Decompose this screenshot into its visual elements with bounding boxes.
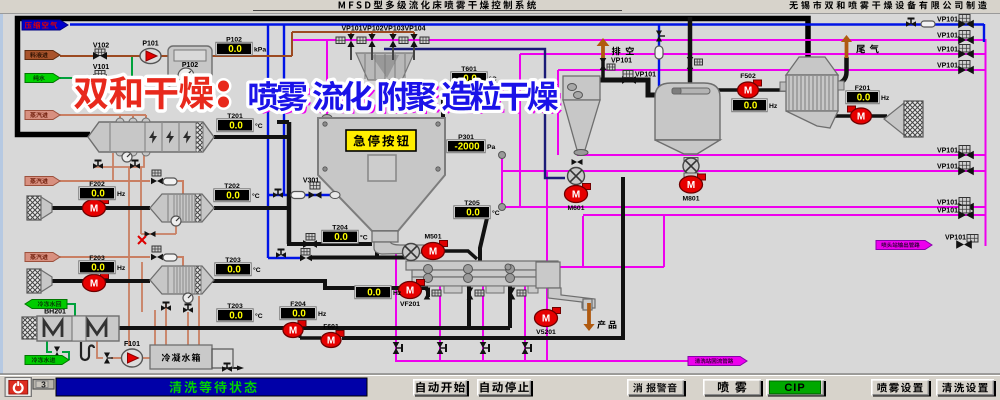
svg-text:T601: T601	[461, 66, 477, 73]
svg-text:F201: F201	[855, 85, 871, 92]
svg-text:M: M	[687, 180, 695, 191]
svg-text:F502: F502	[740, 73, 756, 80]
svg-text:kPa: kPa	[254, 47, 266, 54]
svg-text:0.0: 0.0	[367, 288, 381, 299]
svg-text:M: M	[744, 86, 752, 97]
svg-text:V102: V102	[93, 43, 109, 50]
svg-text:0.0: 0.0	[229, 121, 243, 132]
svg-text:3: 3	[41, 380, 46, 390]
svg-text:M: M	[289, 326, 297, 337]
svg-text:F204: F204	[290, 301, 306, 308]
svg-text:Hz: Hz	[318, 311, 327, 318]
svg-text:°C: °C	[252, 192, 260, 200]
svg-text:BH201: BH201	[44, 309, 66, 316]
svg-text:T205: T205	[464, 200, 480, 207]
svg-text:Hz: Hz	[117, 191, 126, 198]
svg-text:T202: T202	[224, 183, 240, 190]
svg-text:-2000: -2000	[454, 142, 480, 153]
svg-text:F202: F202	[89, 181, 105, 188]
svg-text:Hz: Hz	[769, 103, 778, 110]
svg-text:0.0: 0.0	[229, 311, 243, 322]
svg-text:VP101: VP101	[937, 148, 958, 155]
svg-text:M501: M501	[424, 234, 441, 241]
svg-text:0.0: 0.0	[228, 44, 242, 55]
svg-text:M: M	[429, 247, 437, 258]
svg-text:0.0: 0.0	[292, 309, 306, 320]
svg-text:Pa: Pa	[487, 144, 496, 151]
svg-text:VP101: VP101	[937, 208, 958, 215]
svg-text:Hz: Hz	[393, 290, 402, 297]
svg-text:F601: F601	[323, 324, 339, 331]
svg-text:V101: V101	[93, 64, 109, 71]
svg-text:M: M	[327, 336, 335, 347]
svg-text:P101: P101	[142, 40, 158, 47]
svg-text:VP103: VP103	[383, 26, 404, 33]
svg-text:VP101: VP101	[945, 235, 966, 242]
svg-text:0.0: 0.0	[334, 232, 348, 243]
svg-text:Hz: Hz	[881, 95, 890, 102]
svg-text:°C: °C	[255, 312, 263, 320]
svg-text:°C: °C	[360, 234, 368, 242]
svg-text:P301: P301	[458, 134, 474, 141]
svg-text:°C: °C	[255, 122, 263, 130]
svg-text:CIP: CIP	[784, 382, 805, 394]
svg-text:0.0: 0.0	[466, 208, 480, 219]
svg-text:VP101: VP101	[937, 164, 958, 171]
svg-text:V301: V301	[303, 178, 319, 185]
svg-text:T203: T203	[225, 257, 241, 264]
svg-text:0.0: 0.0	[91, 263, 105, 274]
svg-text:0.0: 0.0	[91, 189, 105, 200]
svg-text:0.0: 0.0	[227, 265, 241, 276]
svg-text:T203: T203	[227, 303, 243, 310]
svg-text:V5201: V5201	[536, 329, 556, 336]
svg-text:VP101: VP101	[937, 17, 958, 24]
svg-text:F101: F101	[124, 341, 140, 348]
svg-text:M601: M601	[567, 205, 584, 212]
svg-text:Hz: Hz	[117, 265, 126, 272]
svg-text:°C: °C	[253, 266, 261, 274]
svg-text:M: M	[406, 286, 414, 297]
svg-text:VF201: VF201	[400, 301, 420, 308]
svg-text:P102: P102	[182, 62, 198, 69]
svg-text:F203: F203	[89, 255, 105, 262]
svg-text:VP101: VP101	[341, 26, 362, 33]
svg-text:VP101: VP101	[937, 200, 958, 207]
svg-text:0.0: 0.0	[226, 191, 240, 202]
svg-text:°C: °C	[492, 209, 500, 217]
svg-text:P102: P102	[226, 37, 242, 44]
svg-text:M: M	[572, 190, 580, 201]
svg-text:0.0: 0.0	[463, 74, 477, 85]
svg-text:VP104: VP104	[404, 26, 425, 33]
svg-text:M: M	[90, 204, 98, 215]
svg-text:0.0: 0.0	[857, 93, 871, 104]
svg-text:M: M	[857, 112, 865, 123]
svg-text:VP101: VP101	[937, 47, 958, 54]
svg-text:M801: M801	[682, 196, 699, 203]
svg-text:VP101: VP101	[635, 72, 656, 79]
svg-text:M: M	[542, 314, 550, 325]
svg-text:VP101: VP101	[937, 63, 958, 70]
svg-text:T201: T201	[227, 113, 243, 120]
svg-text:M: M	[90, 279, 98, 290]
svg-text:VP102: VP102	[362, 26, 383, 33]
svg-text:T204: T204	[332, 225, 348, 232]
svg-text:VP101: VP101	[611, 58, 632, 65]
svg-text:0.0: 0.0	[744, 101, 758, 112]
svg-text:VP101: VP101	[937, 33, 958, 40]
